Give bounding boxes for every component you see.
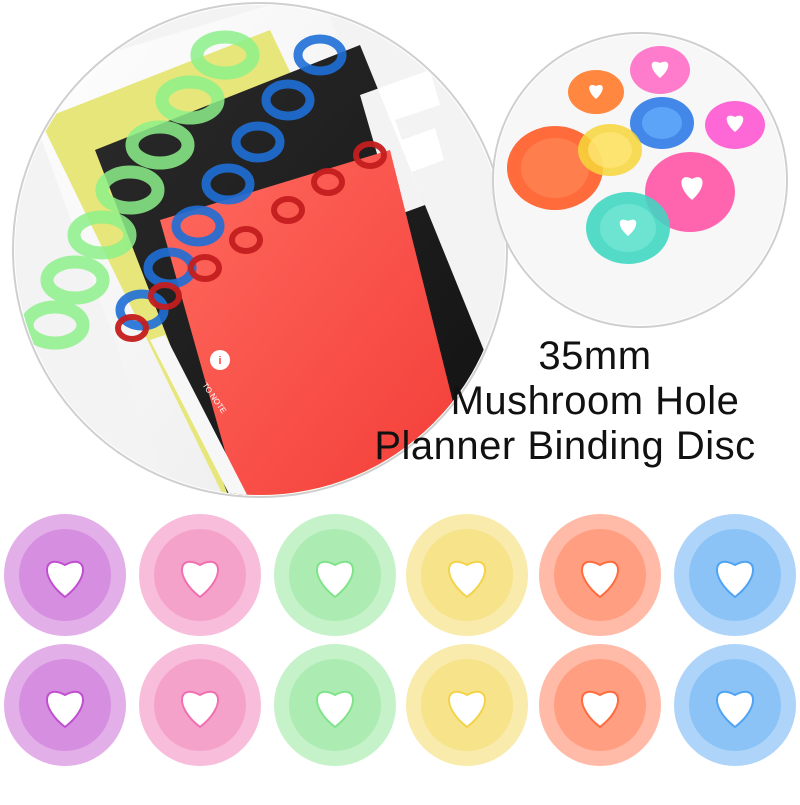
disc-swatch-yellow [406, 644, 528, 766]
heart-hole-icon [316, 690, 354, 729]
disc-swatch-blue [674, 514, 796, 636]
heart-hole-icon [448, 560, 486, 599]
red-binding-discs [115, 141, 387, 342]
green-binding-discs [20, 30, 260, 350]
disc-swatch-orange [539, 514, 661, 636]
disc-swatch-pink [139, 514, 261, 636]
loose-discs-photo-circle [492, 32, 788, 328]
heart-hole-icon [181, 560, 219, 599]
heart-hole-icon [46, 560, 84, 599]
heart-hole-icon [581, 690, 619, 729]
heart-hole-icon [716, 560, 754, 599]
heart-hole-icon [448, 690, 486, 729]
disc-swatch-blue [674, 644, 796, 766]
notebook-logo: i [210, 350, 230, 370]
disc-swatch-grid [4, 514, 796, 766]
product-title: 35mm Mushroom Hole Planner Binding Disc [360, 334, 790, 468]
disc-swatch-purple [4, 514, 126, 636]
heart-hole-icon [46, 690, 84, 729]
heart-hole-icon [581, 560, 619, 599]
hole-type-label: Mushroom Hole [450, 378, 740, 423]
product-name-label: Planner Binding Disc [374, 423, 756, 468]
heart-hole-icon [316, 560, 354, 599]
disc-swatch-pink [139, 644, 261, 766]
disc-swatch-orange [539, 644, 661, 766]
heart-hole-icon [181, 690, 219, 729]
notebook-photo-circle: i TO NOTE [12, 2, 508, 498]
disc-swatch-green [274, 514, 396, 636]
disc-swatch-purple [4, 644, 126, 766]
disc-swatch-yellow [406, 514, 528, 636]
disc-swatch-green [274, 644, 396, 766]
size-label: 35mm [538, 334, 652, 378]
heart-hole-icon [716, 690, 754, 729]
svg-text:i: i [218, 355, 221, 367]
